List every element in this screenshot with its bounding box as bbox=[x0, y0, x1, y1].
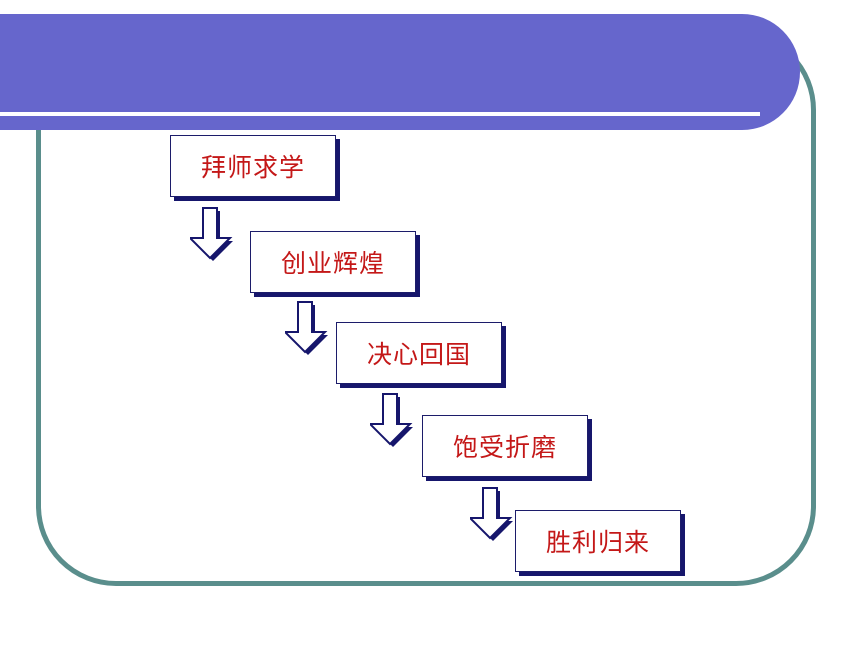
step-box-3: 决心回国 bbox=[336, 322, 502, 384]
step-label-3: 决心回国 bbox=[366, 340, 471, 369]
step-label-1: 拜师求学 bbox=[200, 153, 305, 182]
down-arrow-icon bbox=[370, 393, 413, 447]
step-label-5: 胜利归来 bbox=[545, 528, 650, 557]
down-arrow-icon bbox=[190, 207, 233, 261]
down-arrow-icon bbox=[285, 301, 328, 355]
header-divider bbox=[0, 112, 760, 116]
step-box-4: 饱受折磨 bbox=[422, 415, 588, 477]
step-label-2: 创业辉煌 bbox=[280, 249, 385, 278]
down-arrow-icon bbox=[470, 487, 513, 541]
step-box-2: 创业辉煌 bbox=[250, 231, 416, 293]
step-box-5: 胜利归来 bbox=[515, 510, 681, 572]
step-label-4: 饱受折磨 bbox=[452, 433, 557, 462]
step-box-1: 拜师求学 bbox=[170, 135, 336, 197]
header-bar bbox=[0, 14, 800, 130]
